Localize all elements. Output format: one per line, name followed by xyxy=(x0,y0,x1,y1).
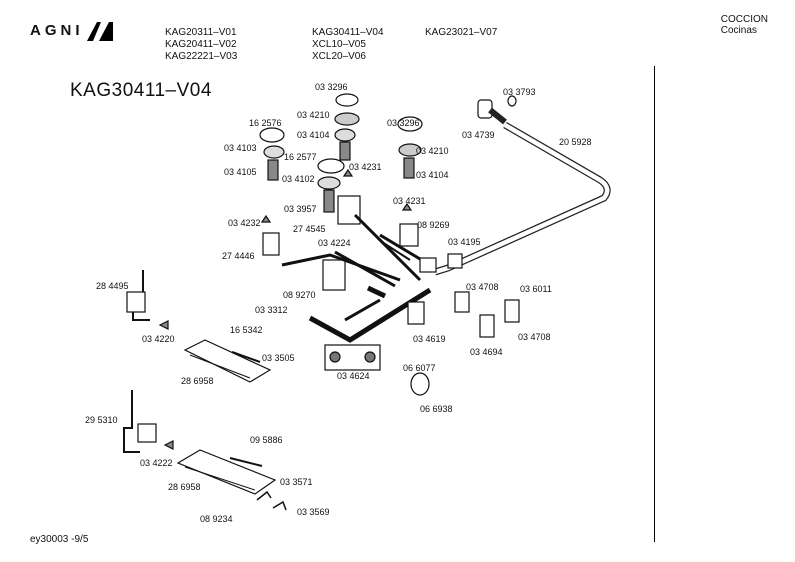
part-label: 28 6958 xyxy=(168,482,201,492)
part-label: 03 3957 xyxy=(284,204,317,214)
part-label: 06 6938 xyxy=(420,404,453,414)
part-label: 16 2577 xyxy=(284,152,317,162)
part-label: 03 3569 xyxy=(297,507,330,517)
part-label: 03 4708 xyxy=(466,282,499,292)
brand-logo-icon xyxy=(87,22,113,41)
model-item: XCL10–V05 xyxy=(312,39,366,50)
part-label: 03 4195 xyxy=(448,237,481,247)
part-label: 03 6011 xyxy=(520,284,552,294)
part-label: 28 6958 xyxy=(181,376,214,386)
footer-code: ey30003 -9/5 xyxy=(30,534,89,545)
model-item: KAG30411–V04 xyxy=(312,27,384,38)
part-label: 03 4694 xyxy=(470,347,503,357)
part-label: 20 5928 xyxy=(559,137,592,147)
category-label: COCCION xyxy=(720,14,768,25)
part-label: 03 3793 xyxy=(503,87,536,97)
diagram-title: KAG30411–V04 xyxy=(70,80,212,101)
model-item: KAG20411–V02 xyxy=(165,39,237,50)
part-label: 03 4231 xyxy=(393,196,426,206)
category-block: COCCION Cocinas xyxy=(721,14,768,36)
part-label: 03 4708 xyxy=(518,332,551,342)
part-label: 16 5342 xyxy=(230,325,263,335)
brand-logo-text: AGNI xyxy=(30,22,84,39)
model-item: KAG22221–V03 xyxy=(165,51,238,62)
part-label: 03 4210 xyxy=(416,146,449,156)
part-label: 27 4545 xyxy=(293,224,326,234)
part-label: 03 3296 xyxy=(315,82,348,92)
category-label-2: Cocinas xyxy=(720,25,757,36)
part-label: 03 4739 xyxy=(462,130,495,140)
part-label: 06 6077 xyxy=(403,363,436,373)
part-label: 16 2576 xyxy=(249,118,282,128)
part-label: 03 3571 xyxy=(280,477,313,487)
part-label: 28 4495 xyxy=(96,281,129,291)
part-label: 27 4446 xyxy=(222,251,255,261)
part-label: 03 4232 xyxy=(228,218,261,228)
part-label: 29 5310 xyxy=(85,415,118,425)
model-item: XCL20–V06 xyxy=(312,51,366,62)
part-label: 08 9234 xyxy=(200,514,233,524)
part-label: 03 4104 xyxy=(416,170,449,180)
part-label: 03 4619 xyxy=(413,334,446,344)
model-list-1: KAG20311–V01 KAG20411–V02 KAG22221–V03 xyxy=(165,27,237,63)
part-label: 03 4224 xyxy=(318,238,351,248)
part-label: 03 4103 xyxy=(224,143,257,153)
part-label: 03 3312 xyxy=(255,305,288,315)
part-label: 03 4104 xyxy=(297,130,330,140)
part-label: 03 4210 xyxy=(297,110,330,120)
part-label: 03 3296 xyxy=(387,118,420,128)
model-item: KAG20311–V01 xyxy=(165,27,237,38)
part-label: 03 4105 xyxy=(224,167,257,177)
part-label: 08 9269 xyxy=(417,220,450,230)
divider-line xyxy=(654,66,655,542)
part-label: 09 5886 xyxy=(250,435,283,445)
model-list-2: KAG30411–V04 XCL10–V05 XCL20–V06 xyxy=(312,27,384,63)
part-label: 03 4231 xyxy=(349,162,382,172)
model-item: KAG23021–V07 xyxy=(425,27,498,38)
part-label: 03 4624 xyxy=(337,371,370,381)
part-label: 03 4220 xyxy=(142,334,175,344)
model-list-3: KAG23021–V07 xyxy=(425,27,497,39)
part-label: 03 4222 xyxy=(140,458,173,468)
part-label: 08 9270 xyxy=(283,290,316,300)
part-label: 03 4102 xyxy=(282,174,315,184)
part-label: 03 3505 xyxy=(262,353,295,363)
